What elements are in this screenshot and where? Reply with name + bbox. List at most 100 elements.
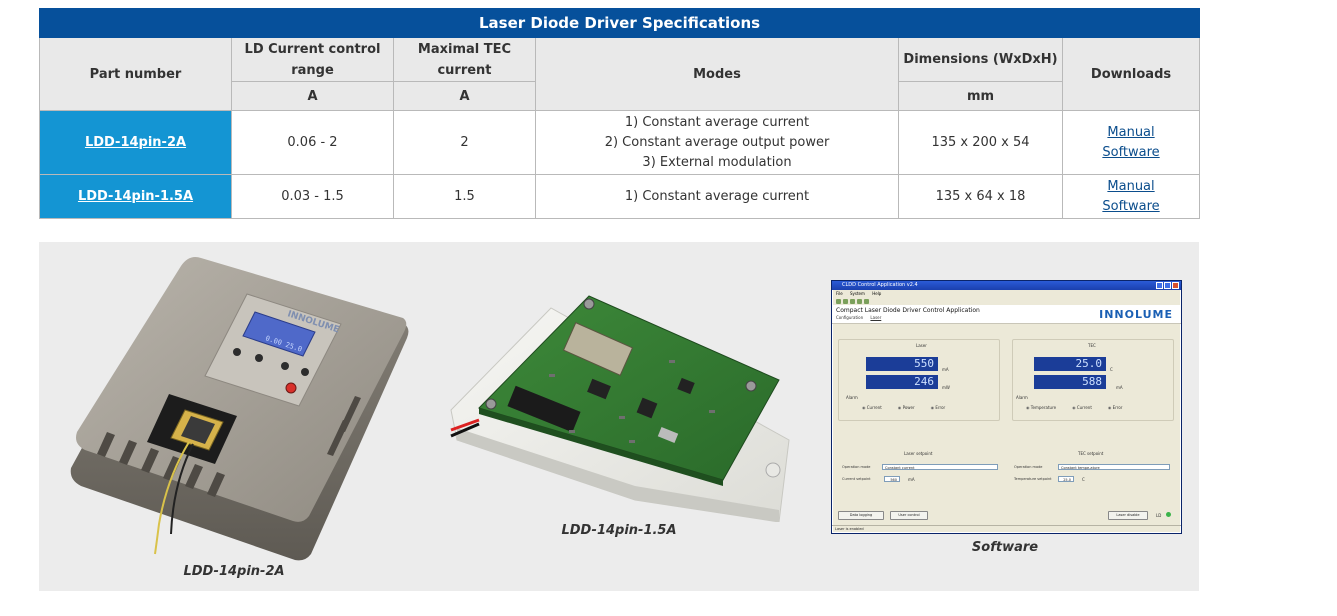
sw-tab-configuration: Configuration xyxy=(836,315,864,320)
sw-ld-label: LD xyxy=(1156,513,1162,518)
sw-user-control-button: User control xyxy=(890,511,928,520)
part-cell: LDD-14pin-1.5A xyxy=(39,174,232,219)
sw-window-title: CLDD Control Application v2.4 xyxy=(842,282,918,288)
sw-window-buttons xyxy=(1156,282,1179,289)
sw-menubar: File System Help xyxy=(832,290,1181,297)
sw-tec-op-mode-select: Constant tempe-ature xyxy=(1058,464,1170,470)
sw-tec-temp-display: 25.0 xyxy=(1034,357,1106,371)
sw-menu-system: System xyxy=(849,291,865,296)
sw-alarm-current: Current xyxy=(862,405,882,410)
sw-app-title: Compact Laser Diode Driver Control Appli… xyxy=(836,307,980,314)
table-row: LDD-14pin-1.5A 0.03 - 1.5 1.5 1) Constan… xyxy=(39,174,1201,219)
caption-ldd-14pin-1-5a: LDD-14pin-1.5A xyxy=(561,523,677,538)
sw-laser-current-unit: mA xyxy=(942,367,949,372)
header-dimensions-unit: mm xyxy=(898,81,1063,111)
sw-tec-current-unit: mA xyxy=(1116,385,1123,390)
close-icon xyxy=(1172,282,1179,289)
manual-link[interactable]: Manual xyxy=(1107,124,1155,140)
modes-cell: 1) Constant average current 2) Constant … xyxy=(535,110,899,175)
sw-alarm-error: Error xyxy=(1108,405,1123,410)
sw-titlebar: CLDD Control Application v2.4 xyxy=(832,281,1181,290)
tec-cell: 2 xyxy=(393,110,536,175)
sw-alarm-power: Power xyxy=(898,405,915,410)
sw-laser-disable-button: Laser disable xyxy=(1108,511,1148,520)
sw-laser-panel xyxy=(838,339,1000,421)
sw-laser-current-display: 550 xyxy=(866,357,938,371)
sw-tec-op-mode-label: Operation mode xyxy=(1014,465,1043,469)
part-cell: LDD-14pin-2A xyxy=(39,110,232,175)
sw-laser-op-mode-select: Constant current xyxy=(882,464,998,470)
ld-range-cell: 0.03 - 1.5 xyxy=(231,174,394,219)
sw-laser-op-mode-label: Operation mode xyxy=(842,465,871,469)
sw-alarm-error: Error xyxy=(931,405,945,410)
toolbar-icon xyxy=(836,298,841,304)
sw-current-setpoint-label: Current setpoint xyxy=(842,477,871,481)
sw-tec-current-display: 588 xyxy=(1034,375,1106,389)
sw-current-setpoint-unit: mA xyxy=(908,477,915,482)
sw-ld-status-led xyxy=(1166,512,1171,517)
sw-laser-label: Laser xyxy=(916,343,927,348)
header-downloads: Downloads xyxy=(1061,37,1201,111)
spec-table: Laser Diode Driver Specifications Part n… xyxy=(38,8,1201,219)
ld-range-cell: 0.06 - 2 xyxy=(231,110,394,175)
sw-temp-setpoint-input: 25.0 xyxy=(1058,476,1074,482)
sw-tec-alarms: Temperature Current Error xyxy=(1026,405,1123,410)
sw-laser-power-display: 246 xyxy=(866,375,938,389)
mode-item: 1) Constant average current xyxy=(624,188,810,204)
sw-brand-logo: INNOLUME xyxy=(1099,308,1173,321)
header-ld-current: LD Current control range xyxy=(231,37,394,82)
software-link[interactable]: Software xyxy=(1102,198,1160,214)
sw-tec-panel xyxy=(1012,339,1174,421)
caption-ldd-14pin-2a: LDD-14pin-2A xyxy=(183,564,285,579)
sw-menu-file: File xyxy=(836,291,843,296)
mode-item: 3) External modulation xyxy=(642,154,792,170)
dimensions-cell: 135 x 200 x 54 xyxy=(898,110,1063,175)
header-ld-current-unit: A xyxy=(231,81,394,111)
sw-temp-setpoint-label: Temperature setpoint xyxy=(1014,477,1052,481)
dimensions-cell: 135 x 64 x 18 xyxy=(898,174,1063,219)
sw-alarm-temperature: Temperature xyxy=(1026,405,1056,410)
part-link-ldd-14pin-2a[interactable]: LDD-14pin-2A xyxy=(84,134,187,150)
sw-toolbar xyxy=(832,297,1181,305)
table-title: Laser Diode Driver Specifications xyxy=(38,8,1201,38)
ldd-14pin-2a-photo[interactable]: 0.00 25.0 INNOLUME xyxy=(59,254,411,564)
header-dimensions: Dimensions (WxDxH) xyxy=(898,37,1063,82)
toolbar-icon xyxy=(857,298,862,304)
toolbar-icon xyxy=(843,298,848,304)
mode-item: 2) Constant average output power xyxy=(604,134,830,150)
ldd-14pin-1-5a-photo[interactable] xyxy=(439,290,799,522)
sw-tabs: Configuration Laser xyxy=(836,315,887,320)
software-screenshot[interactable]: CLDD Control Application v2.4 File Syste… xyxy=(831,280,1182,534)
sw-current-setpoint-input: 560 xyxy=(884,476,900,482)
sw-tec-setpoint-label: TEC setpoint xyxy=(1078,451,1104,456)
toolbar-icon xyxy=(850,298,855,304)
sw-menu-help: Help xyxy=(872,291,882,296)
mode-item: 1) Constant average current xyxy=(624,114,810,130)
header-tec-current: Maximal TEC current xyxy=(393,37,536,82)
sw-temp-setpoint-unit: C xyxy=(1082,477,1085,482)
manual-link[interactable]: Manual xyxy=(1107,178,1155,194)
sw-laser-setpoint-label: Laser setpoint xyxy=(904,451,933,456)
minimize-icon xyxy=(1156,282,1163,289)
sw-data-logging-button: Data logging xyxy=(838,511,884,520)
sw-laser-alarms: Current Power Error xyxy=(862,405,945,410)
maximize-icon xyxy=(1164,282,1171,289)
sw-tec-alarm-label: Alarm xyxy=(1016,395,1028,400)
caption-software: Software xyxy=(971,540,1039,555)
sw-laser-power-unit: mW xyxy=(942,385,950,390)
sw-laser-alarm-label: Alarm xyxy=(846,395,858,400)
downloads-cell: Manual Software xyxy=(1061,110,1201,175)
sw-header: Compact Laser Diode Driver Control Appli… xyxy=(832,305,1181,324)
product-gallery: 0.00 25.0 INNOLUME LDD-14pin-2A xyxy=(39,242,1199,591)
header-modes: Modes xyxy=(535,37,899,111)
header-tec-current-unit: A xyxy=(393,81,536,111)
modes-cell: 1) Constant average current xyxy=(535,174,899,219)
header-part-number: Part number xyxy=(39,37,232,111)
sw-tec-label: TEC xyxy=(1088,343,1096,348)
table-row: LDD-14pin-2A 0.06 - 2 2 1) Constant aver… xyxy=(39,110,1201,175)
sw-tec-temp-unit: C xyxy=(1110,367,1113,372)
part-link-ldd-14pin-1-5a[interactable]: LDD-14pin-1.5A xyxy=(77,188,194,204)
downloads-cell: Manual Software xyxy=(1061,174,1201,219)
sw-tab-laser: Laser xyxy=(870,315,882,320)
software-link[interactable]: Software xyxy=(1102,144,1160,160)
